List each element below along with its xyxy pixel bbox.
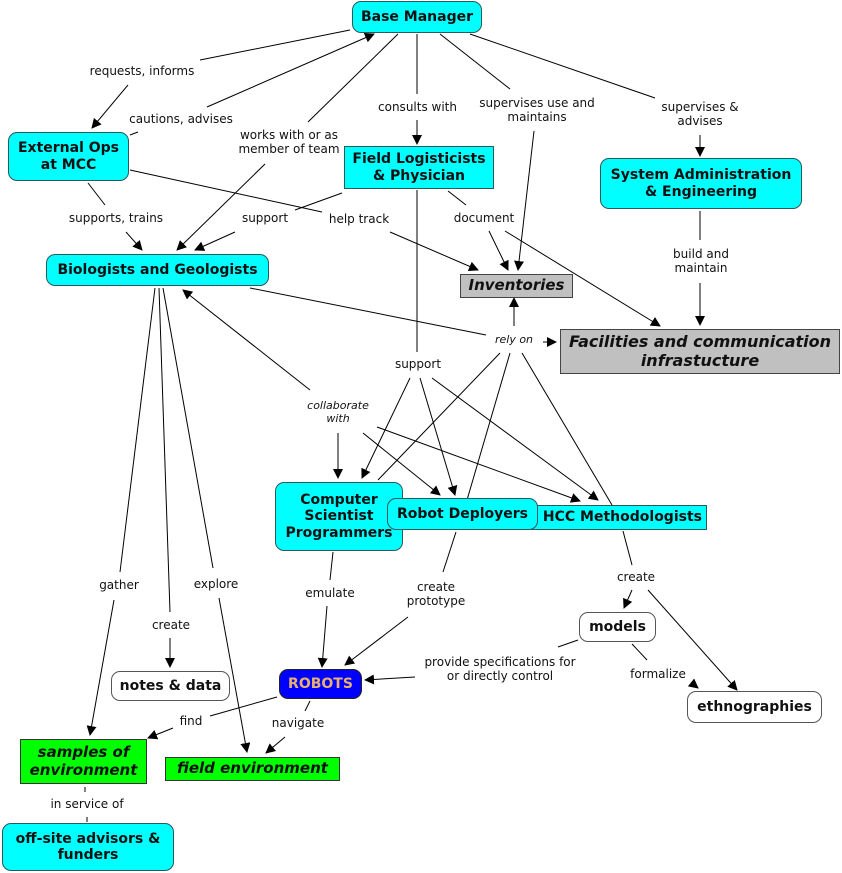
- edge: [362, 432, 441, 496]
- label-gather: gather: [99, 578, 139, 592]
- edge: [176, 163, 266, 251]
- edge: [129, 131, 139, 136]
- label-supervises-use: supervises use and maintains: [479, 96, 595, 125]
- label-create-2: create: [616, 570, 656, 584]
- edge: [119, 287, 156, 573]
- edge: [218, 597, 251, 753]
- node-facilities[interactable]: Facilities and communication infrastuctu…: [560, 329, 840, 374]
- node-robots[interactable]: ROBOTS: [279, 669, 362, 699]
- edge: [623, 589, 633, 609]
- edge: [389, 231, 479, 272]
- edge: [158, 287, 171, 613]
- node-samples-of-environment[interactable]: samples of environment: [20, 739, 147, 784]
- edge: [377, 352, 501, 481]
- node-field-logisticists[interactable]: Field Logisticists & Physician: [344, 146, 494, 189]
- edge: [521, 352, 613, 506]
- edge: [442, 531, 457, 573]
- edge: [194, 231, 236, 251]
- node-notes-data[interactable]: notes & data: [111, 671, 230, 701]
- label-provide-specifications: provide specifications for or directly c…: [424, 655, 576, 684]
- label-supervises-advises: supervises & advises: [661, 100, 739, 129]
- label-document: document: [453, 211, 515, 225]
- edge: [514, 130, 535, 271]
- label-create-prototype: create prototype: [406, 580, 466, 609]
- label-help-track: help track: [328, 212, 390, 226]
- label-cautions-advises: cautions, advises: [129, 112, 233, 126]
- label-support-1: support: [241, 211, 289, 225]
- label-support-2: support: [394, 357, 442, 371]
- edge: [129, 169, 323, 213]
- label-navigate: navigate: [271, 716, 325, 730]
- edge: [294, 192, 343, 211]
- edge: [307, 33, 399, 123]
- edge: [431, 377, 599, 501]
- edge: [488, 230, 509, 271]
- edge: [687, 678, 699, 689]
- edge: [376, 426, 581, 503]
- edge: [199, 29, 351, 61]
- edge: [419, 377, 458, 496]
- edge: [317, 605, 328, 668]
- edge: [91, 84, 129, 129]
- edge: [182, 289, 311, 391]
- node-hcc-methodologists[interactable]: HCC Methodologists: [520, 505, 707, 530]
- edge: [466, 352, 511, 501]
- label-in-service-of: in service of: [50, 797, 124, 811]
- edge: [329, 551, 334, 581]
- node-biologists-geologists[interactable]: Biologists and Geologists: [46, 254, 269, 286]
- node-ethnographies[interactable]: ethnographies: [687, 691, 822, 723]
- edge: [344, 616, 409, 666]
- label-build-maintain: build and maintain: [673, 247, 729, 276]
- edge: [162, 287, 214, 569]
- label-explore: explore: [193, 577, 239, 591]
- edge: [631, 643, 648, 661]
- edge: [361, 377, 411, 479]
- edge: [622, 530, 633, 566]
- label-supports-trains: supports, trains: [68, 211, 164, 225]
- label-create-1: create: [151, 618, 191, 632]
- edge: [125, 231, 143, 251]
- node-robot-deployers[interactable]: Robot Deployers: [387, 498, 538, 530]
- edge: [209, 696, 278, 717]
- label-emulate: emulate: [305, 586, 355, 600]
- label-requests-informs: requests, informs: [89, 64, 195, 78]
- label-formalize: formalize: [630, 667, 686, 681]
- edge: [557, 639, 579, 648]
- edge: [87, 182, 106, 206]
- node-inventories[interactable]: Inventories: [460, 274, 573, 298]
- label-consults-with: consults with: [378, 100, 457, 114]
- edge: [469, 33, 656, 99]
- label-works-with: works with or as member of team: [238, 128, 340, 157]
- edge: [206, 33, 375, 108]
- edge: [265, 736, 286, 754]
- node-system-administration[interactable]: System Administration & Engineering: [600, 158, 802, 209]
- edge: [86, 599, 115, 736]
- edge: [447, 190, 467, 206]
- edge: [304, 700, 311, 712]
- node-external-ops[interactable]: External Ops at MCC: [8, 132, 129, 181]
- node-computer-scientist-programmers[interactable]: Computer Scientist Programmers: [275, 482, 403, 551]
- label-rely-on: rely on: [494, 333, 534, 346]
- node-base-manager[interactable]: Base Manager: [352, 1, 482, 33]
- edge: [364, 674, 416, 685]
- node-off-site-advisors[interactable]: off-site advisors & funders: [2, 823, 174, 871]
- edge: [249, 287, 487, 336]
- label-find: find: [179, 714, 203, 728]
- edge: [439, 33, 511, 90]
- node-field-environment[interactable]: field environment: [165, 757, 340, 781]
- node-models[interactable]: models: [579, 612, 656, 642]
- edge: [147, 727, 174, 740]
- edge: [504, 230, 661, 327]
- edge: [647, 589, 738, 691]
- label-collaborate-with: collaborate with: [307, 399, 369, 426]
